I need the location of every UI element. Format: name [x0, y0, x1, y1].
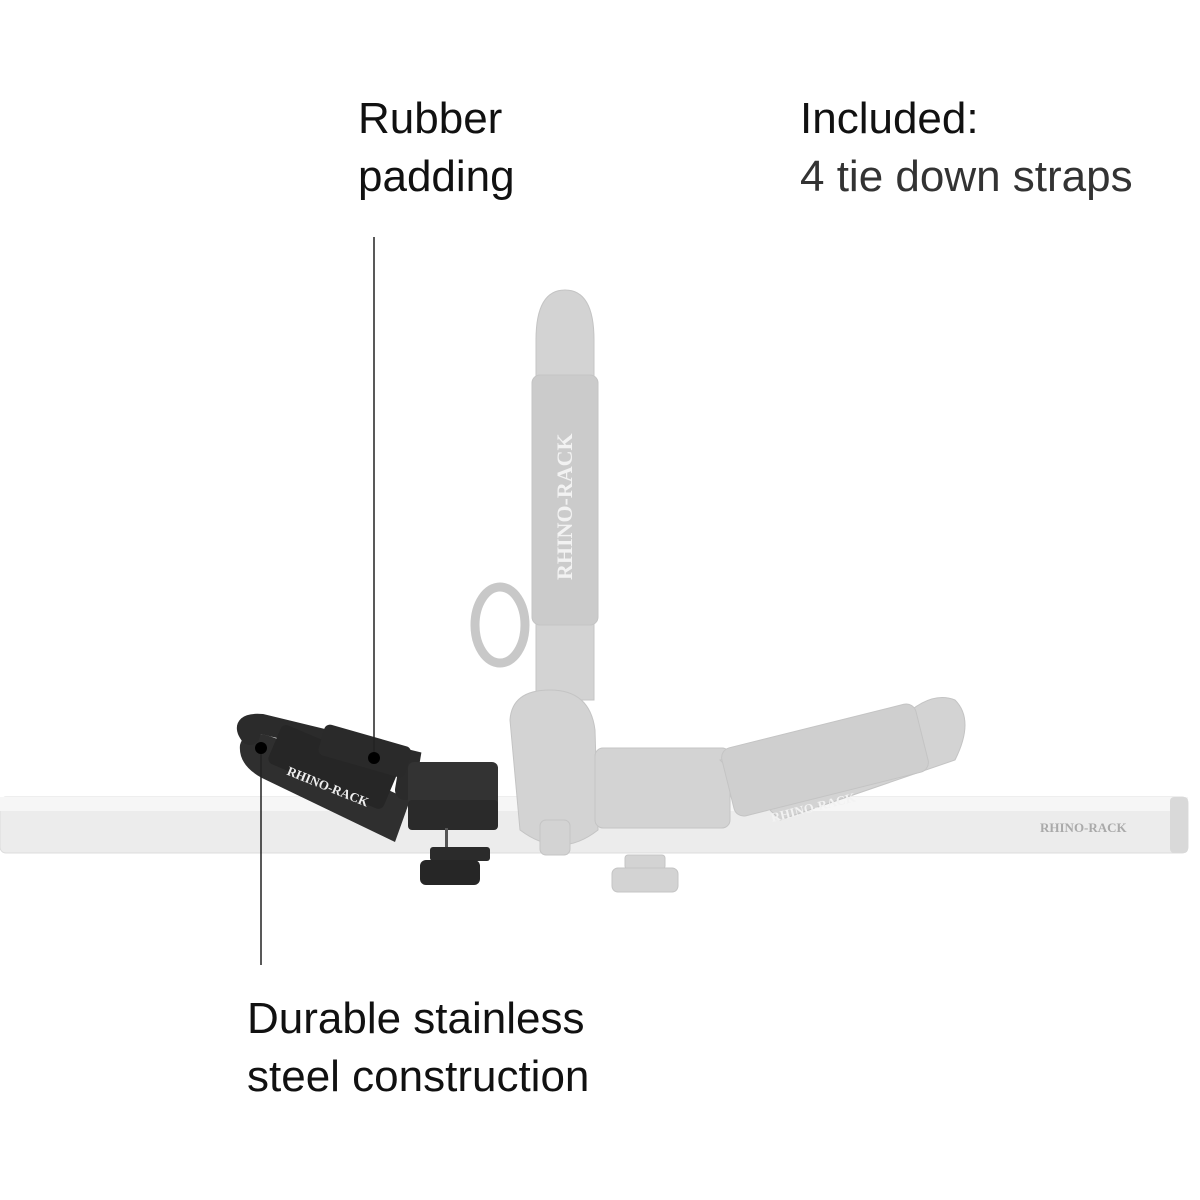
callout-text: Rubber	[358, 94, 503, 143]
callout-leader-rubber	[368, 237, 380, 764]
callout-heading: Included:	[800, 94, 979, 143]
callout-included: Included: 4 tie down straps	[800, 90, 1133, 206]
dark-cradle-arm: RHINO-RACK	[237, 713, 498, 885]
callout-steel-construction: Durable stainless steel construction	[247, 990, 589, 1106]
callout-rubber-padding: Rubber padding	[358, 90, 515, 206]
callout-text: steel construction	[247, 1052, 590, 1101]
callout-text: padding	[358, 152, 515, 201]
ghost-rack-parts: RHINO-RACK RHINO-RACK	[470, 289, 966, 893]
callout-text: 4 tie down straps	[800, 152, 1133, 201]
callout-leader-steel	[255, 742, 267, 965]
svg-text:RHINO-RACK: RHINO-RACK	[552, 433, 577, 580]
callout-text: Durable stainless	[247, 994, 585, 1043]
svg-text:RHINO-RACK: RHINO-RACK	[1040, 820, 1128, 835]
